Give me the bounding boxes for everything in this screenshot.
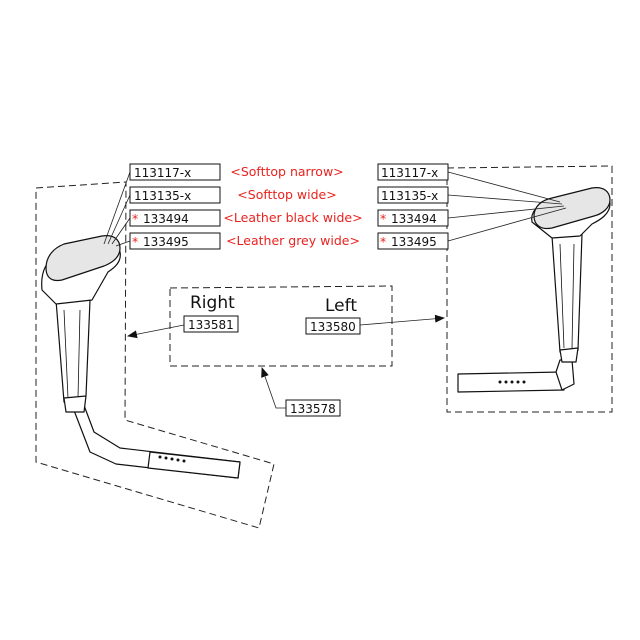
part-box <box>377 232 449 250</box>
leader-line <box>111 217 131 245</box>
part-number-right: 133495 <box>391 235 437 249</box>
part-number-left: 133494 <box>143 212 189 226</box>
leader-line <box>103 171 131 245</box>
part-number-right: 133494 <box>391 212 437 226</box>
right-part-box <box>183 315 239 333</box>
arrow-to-assembly <box>261 367 286 409</box>
variant-description: <Leather black wide> <box>223 210 362 225</box>
part-box <box>129 232 221 250</box>
part-number-left: 113117-x <box>134 166 191 180</box>
variant-description: <Softtop narrow> <box>230 164 343 179</box>
part-box <box>129 163 221 181</box>
leader-line <box>447 194 563 205</box>
star-marker: * <box>132 211 138 226</box>
armrest-right-icon <box>41 235 241 479</box>
assembly-box <box>169 285 393 367</box>
part-box <box>129 186 221 204</box>
star-marker: * <box>380 211 386 226</box>
set-part-number: 133578 <box>290 402 336 416</box>
armrest-left-icon <box>457 187 611 393</box>
left-part-box <box>305 317 361 335</box>
star-marker: * <box>380 234 386 249</box>
left-part-number: 133580 <box>310 320 356 334</box>
part-box <box>377 186 449 204</box>
left-label: Left <box>325 296 357 316</box>
right-label: Right <box>190 293 235 313</box>
leader-line <box>107 194 131 245</box>
part-box <box>377 163 449 181</box>
leader-line <box>447 207 567 242</box>
set-part-box <box>285 399 341 417</box>
part-box <box>129 209 221 227</box>
leader-line <box>447 205 565 219</box>
part-number-left: 113135-x <box>134 189 191 203</box>
right-part-number: 133581 <box>188 318 234 332</box>
star-marker: * <box>132 234 138 249</box>
arrow-to-left-armrest <box>359 314 445 326</box>
part-number-left: 133495 <box>143 235 189 249</box>
leader-line <box>447 171 561 203</box>
arrow-to-right-armrest <box>127 324 185 339</box>
variant-description: <Softtop wide> <box>237 187 336 202</box>
leader-line <box>115 240 131 247</box>
part-number-right: 113135-x <box>381 189 438 203</box>
part-box <box>377 209 449 227</box>
left-armrest-outline <box>446 165 613 413</box>
variant-description: <Leather grey wide> <box>226 233 360 248</box>
part-number-right: 113117-x <box>381 166 438 180</box>
